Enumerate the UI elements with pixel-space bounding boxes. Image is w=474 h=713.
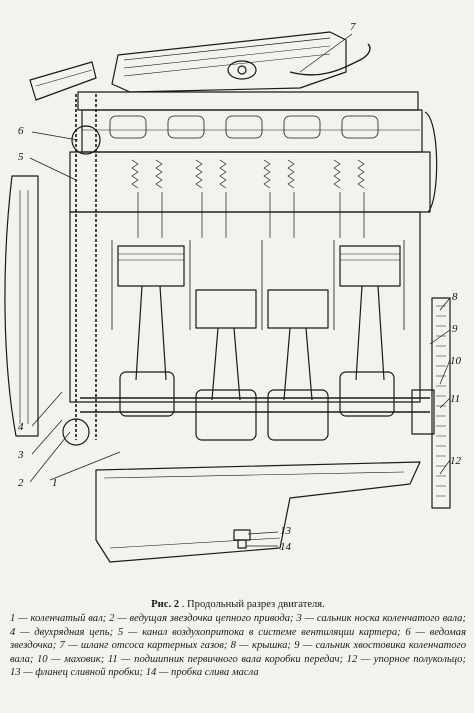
drain-plug [233,529,251,549]
callout-11: 11 [450,393,460,405]
callout-3: 3 [17,449,24,461]
connecting-rods [135,285,385,401]
crank-pulley [4,175,39,437]
cylinder-head [69,91,438,213]
timing-chain [75,94,97,440]
callout-1: 1 [52,477,58,489]
figure-title: . Продольный разрез двигателя. [181,599,325,610]
callout-8: 8 [452,291,458,303]
callout-13: 13 [280,525,292,537]
callout-12: 12 [450,455,462,467]
caption-title-line: Рис. 2 . Продольный разрез двигателя. [10,598,466,611]
callout-2: 2 [18,477,24,489]
crankshaft [80,371,430,441]
valve-cover [111,31,347,93]
callout-9: 9 [452,323,458,335]
callout-7: 7 [350,21,356,33]
oil-pan [95,461,421,563]
figure-label: Рис. 2 [151,599,180,610]
pistons [117,245,401,329]
caption-legend: 1 — коленчатый вал; 2 — ведущая звездочк… [10,613,466,679]
callout-4: 4 [18,421,24,433]
drive-sprocket [62,418,90,446]
callout-10: 10 [450,355,462,367]
valve-springs [131,159,365,238]
engine-section-drawing: 1 2 3 4 5 6 7 8 9 10 11 12 13 14 [4,21,462,563]
leader-lines [29,33,451,547]
callout-14: 14 [280,541,292,553]
figure-caption: Рис. 2 . Продольный разрез двигателя. 1 … [10,598,466,679]
cylinder-block [69,211,421,403]
flywheel [411,297,451,509]
callout-5: 5 [18,151,24,163]
intake-pipe [29,61,97,101]
camshaft [109,115,379,139]
crankcase-vent-hose [289,43,371,76]
callout-6: 6 [18,125,24,137]
driven-sprocket [71,125,101,155]
